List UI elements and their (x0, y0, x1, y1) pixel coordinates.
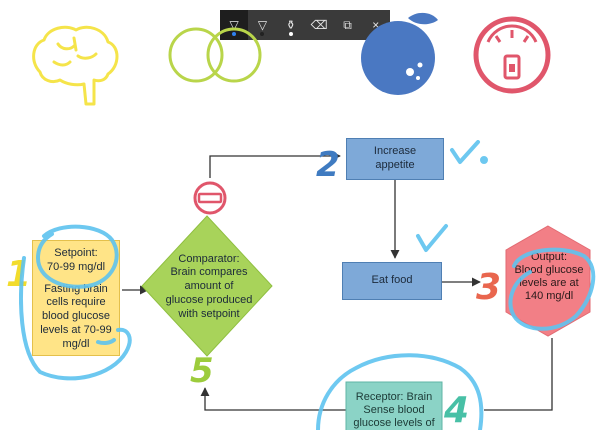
eraser-tool[interactable]: ⌫ (305, 10, 333, 40)
setpoint-line-3: blood glucose (42, 310, 110, 322)
receptor-line-1: Receptor: Brain (356, 391, 432, 403)
color-dot (288, 32, 293, 36)
setpoint-line-5: mg/dl (62, 337, 90, 350)
setpoint-box: Setpoint: 70-99 mg/dl Fasting brain cell… (32, 240, 120, 356)
output-line-4: 140 mg/dl (524, 290, 574, 303)
step-number-4: 4 (443, 390, 469, 430)
arrow-output-to-receptor (484, 338, 553, 411)
fruit-icon (361, 12, 438, 95)
setpoint-line-4: levels at 70-99 (40, 323, 112, 336)
color-dot (260, 32, 265, 36)
ruler-icon: ⧉ (343, 17, 352, 32)
output-label: Output: Blood glucose levels are at 140 … (505, 244, 593, 310)
eat-food-box: Eat food (342, 262, 442, 300)
comparator-line-1: Comparator: (178, 252, 240, 265)
setpoint-line-1: Fasting brain (44, 282, 108, 295)
increase-appetite-line-1: Increase (373, 145, 417, 158)
comparator-line-5: with setpoint (178, 307, 240, 320)
comparator-line-3: amount of (184, 280, 234, 293)
output-line-3: levels are at (519, 277, 579, 289)
receptor-line-2: Sense blood (363, 404, 424, 416)
increase-appetite-line-2: appetite (375, 159, 415, 171)
ballpoint-pen-icon: ▽ (229, 18, 239, 32)
eat-food-label: Eat food (371, 274, 413, 287)
ruler-tool[interactable]: ⧉ (333, 10, 361, 40)
step-number-3: 3 (476, 267, 501, 308)
color-dot (232, 32, 237, 36)
pencil-icon: ▽ (257, 18, 268, 32)
step-number-1: 1 (6, 254, 31, 295)
overlapping-rings-icon (168, 27, 262, 83)
eraser-icon: ⌫ (310, 18, 328, 32)
receptor-line-3: glucose levels of (353, 417, 435, 429)
increase-appetite-box: Increase appetite (346, 138, 444, 180)
arrow-comparator-to-appetite (209, 151, 341, 178)
ballpoint-pen-tool[interactable]: ▽ (220, 10, 249, 40)
setpoint-range: 70-99 mg/dl (46, 260, 106, 273)
highlighter-tool[interactable]: ⚱ (277, 10, 305, 40)
setpoint-title: Setpoint: (54, 247, 98, 259)
step-number-5: 5 (190, 351, 214, 391)
setpoint-line-2: cells require (46, 296, 106, 309)
comparator-diamond (141, 215, 273, 357)
close-tool[interactable]: × (362, 10, 390, 40)
arrow-receptor-to-comparator (200, 387, 346, 411)
output-line-1: Output: (530, 250, 568, 263)
output-line-2: Blood glucose (514, 263, 584, 276)
highlighter-icon: ⚱ (285, 18, 296, 32)
close-icon: × (372, 18, 380, 32)
inhibit-symbol (193, 181, 227, 215)
gauge-meter-icon (473, 16, 551, 94)
brain-icon (32, 25, 119, 106)
comparator-line-4: glucose produced (165, 293, 253, 306)
comparator-label: Comparator: Brain compares amount of glu… (150, 250, 268, 324)
step-number-2: 2 (316, 145, 340, 185)
pencil-tool[interactable]: ▽ (248, 10, 276, 40)
comparator-line-2: Brain compares (170, 266, 248, 279)
